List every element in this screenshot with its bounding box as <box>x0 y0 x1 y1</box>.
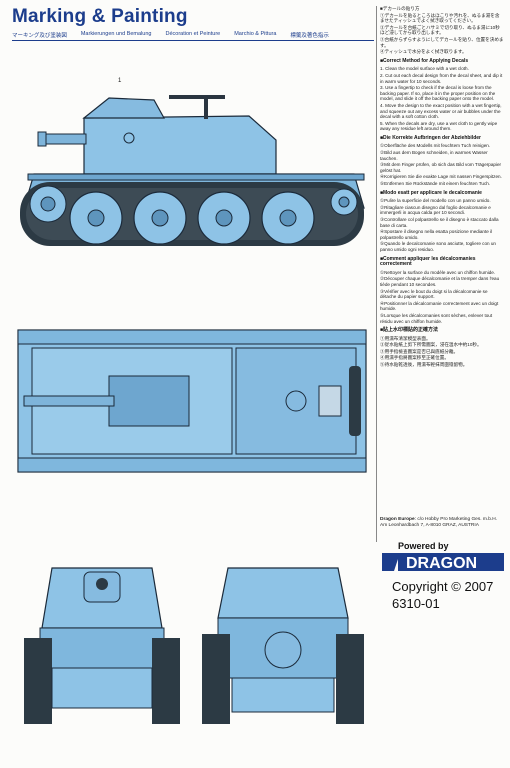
main-gun-barrel <box>43 133 87 145</box>
section-heading: ■Modo esatt per applicare le decalcomani… <box>380 189 482 196</box>
section-line: ②從水貼紙上剪下所需圖案，浸在溫水中約10秒。 <box>380 342 482 348</box>
side-view-drawing <box>20 95 365 246</box>
section-line: ①Oberfläche des Modells mit feuchtem Tuc… <box>380 143 491 149</box>
top-view-drawing <box>17 329 367 473</box>
section-english: ■Correct Method for Applying Decals 1. C… <box>380 57 504 132</box>
exhaust-muffler <box>349 366 361 436</box>
section-heading: ■Die Korrekte Aufbringen der Abziehbilde… <box>380 134 481 141</box>
mg-weapon <box>169 95 225 99</box>
intro-heading: ■デカールの貼り方 <box>380 6 420 11</box>
subtitle-fr: Décoration et Peinture <box>165 31 221 37</box>
section-line: ②Bild aus dem Bogen schneiden, in warmes… <box>380 150 488 161</box>
rear-hatch <box>264 631 302 669</box>
section-line: ④Spostare il disegno nella esatta posizi… <box>380 229 493 240</box>
intro-line: ④ティッシュで水分をよく拭き取ります。 <box>380 49 467 55</box>
balkenkreuz-side <box>123 132 135 144</box>
section-line: ①Nettoyer la surface du modèle avec un c… <box>380 269 496 275</box>
section-heading: ■貼上水印標貼的正確方法 <box>380 327 439 334</box>
rear-view-drawing <box>202 567 364 724</box>
section-line: ④用濕手指將圖案移至正確位置。 <box>380 355 449 361</box>
section-line: 3. Use a fingertip to check if the decal… <box>380 85 496 102</box>
right-fender <box>17 457 367 473</box>
page-title: Marking & Painting <box>12 6 188 27</box>
section-french: ■Comment appliquer les décalcomanies cor… <box>380 255 504 325</box>
gun-breech <box>108 375 190 427</box>
section-line: ⑤待水貼乾透後，用濕布輕抹周圍殘留物。 <box>380 362 468 368</box>
radiator-grille <box>318 385 342 417</box>
front-hull <box>39 627 165 669</box>
left-track-front <box>24 638 52 724</box>
reference-number-1: 1 <box>118 78 122 84</box>
powered-by-label: Powered by <box>398 541 449 551</box>
section-line: ⑤Entfernen Sie Rückstände mit einem feuc… <box>380 181 491 187</box>
right-track-rear <box>336 634 364 724</box>
dragon-logo: DRAGON <box>382 553 504 572</box>
rear-superstructure <box>217 567 349 619</box>
section-line: 4. Move the design to the exact position… <box>380 102 502 120</box>
section-german: ■Die Korrekte Aufbringen der Abziehbilde… <box>380 134 504 187</box>
subtitle-cn: 標籤及著色指示 <box>290 33 329 39</box>
distributor-name: Dragon Europe <box>380 517 415 522</box>
intro-line: ②デカールを台紙ごとハサミで切り取り、ぬるま湯に10秒ほど浸してから取り出します… <box>380 24 500 36</box>
section-heading: ■Correct Method for Applying Decals <box>380 57 469 64</box>
section-line: ②Ritagliare ciascun disegno dal foglio d… <box>380 204 491 216</box>
section-line: ①Pulire la superficie del modello con un… <box>380 198 491 204</box>
subtitle-it: Marchio & Pittura <box>234 31 277 37</box>
section-line: ④Korrigieren Sie die exakte Lage mit nas… <box>380 174 502 180</box>
column-divider <box>376 6 377 542</box>
gun-shield <box>82 97 166 119</box>
section-line: 2. Cut out each decal design from the de… <box>380 72 503 84</box>
section-heading: ■Comment appliquer les décalcomanies cor… <box>380 255 476 268</box>
section-line: ①用濕布清潔模型表面。 <box>380 335 431 341</box>
decal-instructions: ■デカールの貼り方 ①デカールを貼るところはほこりや汚れを、ぬるま湯を含ませたテ… <box>380 6 504 372</box>
muzzle <box>37 131 47 147</box>
section-line: ⑤Quando le decalcomanie sono asciutte, t… <box>380 241 496 252</box>
section-line: ③Vérifier avec le bout du doigt si la dé… <box>380 288 488 300</box>
distributor-address-text: : c/o Hobby Pro Marketing Ges. m.b.H. Am… <box>380 517 498 528</box>
fender <box>27 173 365 181</box>
right-track-front <box>152 638 180 724</box>
subtitle-row: マーキング及び塗装図 Markierungen und Bemalung Déc… <box>12 31 372 39</box>
section-italian: ■Modo esatt per applicare le decalcomani… <box>380 189 504 253</box>
section-line: 1. Clean the model surface with a wet cl… <box>380 66 469 72</box>
copyright-text: Copyright © 2007 <box>392 579 494 594</box>
mg-mount <box>204 99 208 119</box>
header-divider <box>12 40 374 41</box>
lower-hull-front <box>51 667 153 709</box>
section-chinese: ■貼上水印標貼的正確方法 ①用濕布清潔模型表面。 ②從水貼紙上剪下所需圖案，浸在… <box>380 327 504 368</box>
distributor-address: Dragon Europe: c/o Hobby Pro Marketing G… <box>380 517 504 529</box>
section-line: ②Découper chaque décalcomanie et la trem… <box>380 276 500 287</box>
intro-block: ■デカールの貼り方 ①デカールを貼るところはほこりや汚れを、ぬるま湯を含ませたテ… <box>380 6 504 55</box>
section-line: 5. When the decals are dry, use a wet cl… <box>380 120 498 132</box>
fighting-compartment <box>83 115 277 175</box>
left-track-rear <box>202 634 230 724</box>
subtitle-jp: マーキング及び塗装図 <box>12 33 67 39</box>
balkenkreuz-top <box>285 390 307 412</box>
section-line: ③Controllare col polpastrello se il dise… <box>380 217 499 228</box>
product-code: 6310-01 <box>392 596 440 611</box>
front-view-drawing <box>24 567 180 724</box>
section-line: ③用手指檢查圖案是否已與底紙分離。 <box>380 348 459 354</box>
intro-line: ①デカールを貼るところはほこりや汚れを、ぬるま湯を含ませたティッシュでよく拭き取… <box>380 12 500 24</box>
brand-text: DRAGON <box>406 555 477 572</box>
left-fender <box>17 329 367 345</box>
subtitle-de: Markierungen und Bemalung <box>80 31 152 37</box>
section-line: ④Positionner la décalcomanie correctemen… <box>380 300 499 312</box>
section-line: ⑤Lorsque les décalcomanies sont sèches, … <box>380 312 493 324</box>
lower-hull-rear <box>231 677 335 713</box>
gun-barrel-top <box>23 395 115 407</box>
intro-line: ③台紙からずらすようにしてデカールを貼り、位置を決めます。 <box>380 36 504 48</box>
section-line: ③Mit dem Finger prüfen, ob sich das Bild… <box>380 162 502 173</box>
